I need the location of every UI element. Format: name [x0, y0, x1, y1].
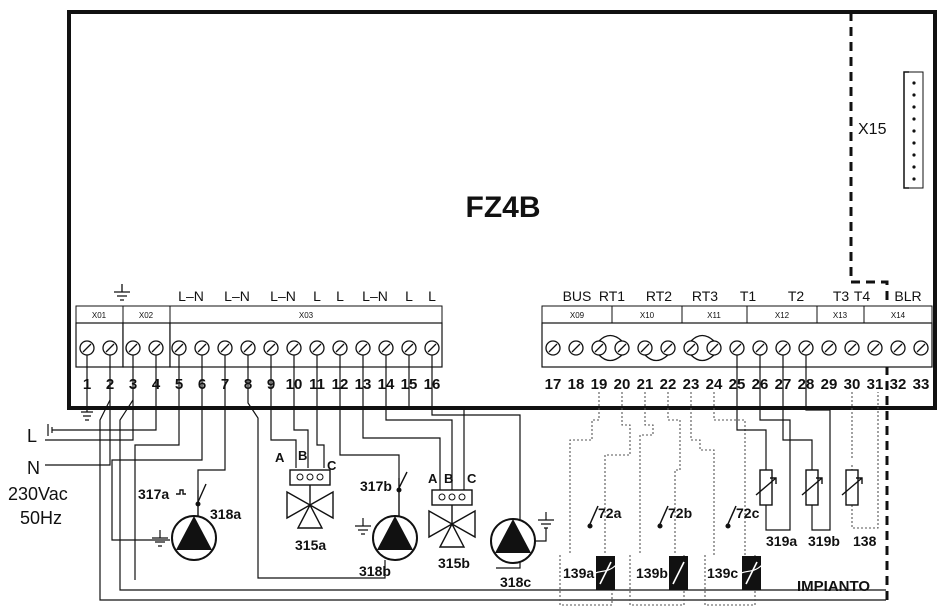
relay-72a-label: 72a	[598, 505, 622, 521]
probe-319b-icon	[801, 469, 823, 506]
switch-317b	[396, 471, 408, 516]
top-label-12: L	[336, 288, 344, 304]
block-x11: X11	[707, 311, 721, 320]
pump-318b-icon	[355, 515, 418, 561]
relay-72c-icon	[725, 505, 737, 529]
valve-315a-label: 315a	[295, 537, 326, 553]
top-label-bus: BUS	[563, 288, 592, 304]
switch-317b-label: 317b	[360, 478, 392, 494]
top-label-5-6: L–N	[178, 288, 204, 304]
pump-318c-icon	[490, 512, 554, 564]
connector-x15: X15	[858, 71, 924, 189]
thermostat-139b-label: 139b	[636, 565, 668, 581]
top-label-t3: T3	[833, 288, 850, 304]
valve-315a-a: A	[275, 450, 285, 465]
top-label-rt3: RT3	[692, 288, 718, 304]
valve-315b-b: B	[444, 471, 453, 486]
switch-317a	[176, 483, 207, 516]
top-label-t4: T4	[854, 288, 871, 304]
top-label-7-8: L–N	[224, 288, 250, 304]
mains-voltage-label: 230Vac	[8, 484, 68, 504]
top-label-t2: T2	[788, 288, 805, 304]
block-x13: X13	[833, 311, 848, 320]
pump-318a-icon	[152, 515, 217, 561]
valve-315b-a: A	[428, 471, 438, 486]
terminal-screws	[79, 340, 929, 356]
pump-318a-label: 318a	[210, 506, 241, 522]
thermostat-139a-label: 139a	[563, 565, 594, 581]
terminal-number: 32	[890, 376, 907, 393]
block-x10: X10	[640, 311, 655, 320]
terminal-number: 31	[867, 376, 884, 393]
relay-72b-label: 72b	[668, 505, 692, 521]
terminal-number: 33	[913, 376, 930, 393]
terminal-number: 17	[545, 376, 562, 393]
top-label-11: L	[313, 288, 321, 304]
valve-315a-c: C	[327, 458, 337, 473]
block-x14: X14	[891, 311, 906, 320]
terminal-number: 29	[821, 376, 838, 393]
pump-318c-label: 318c	[500, 574, 531, 590]
probe-319a-label: 319a	[766, 533, 797, 549]
thermostat-139b-icon	[669, 556, 688, 590]
terminal-number: 18	[568, 376, 585, 393]
valve-315a-b: B	[298, 448, 307, 463]
top-label-rt1: RT1	[599, 288, 625, 304]
probe-138-icon	[841, 469, 863, 506]
block-x01: X01	[92, 311, 107, 320]
block-x03: X03	[299, 311, 314, 320]
block-x02: X02	[139, 311, 154, 320]
mains-l-label: L	[27, 426, 37, 446]
block-x12: X12	[775, 311, 790, 320]
top-label-rt2: RT2	[646, 288, 672, 304]
terminal-number: 23	[683, 376, 700, 393]
controller-board	[67, 10, 937, 410]
impianto-label: IMPIANTO	[797, 578, 870, 595]
valve-315b-c: C	[467, 471, 477, 486]
top-label-13-14: L–N	[362, 288, 388, 304]
terminal-number: 21	[637, 376, 654, 393]
relay-72b-icon	[657, 505, 669, 529]
thermostat-139c-icon	[735, 556, 763, 590]
valve-315a-icon	[286, 469, 334, 529]
x15-label: X15	[858, 121, 887, 138]
valve-315b-label: 315b	[438, 555, 470, 571]
probe-319b-label: 319b	[808, 533, 840, 549]
thermostat-139a-icon	[589, 556, 617, 590]
top-label-15: L	[405, 288, 413, 304]
switch-317a-label: 317a	[138, 486, 169, 502]
terminal-number: 20	[614, 376, 631, 393]
relay-72a-icon	[587, 505, 599, 529]
pump-318b-label: 318b	[359, 563, 391, 579]
block-x09: X09	[570, 311, 585, 320]
ground-icon	[114, 284, 130, 301]
terminal-number: 30	[844, 376, 861, 393]
thermostat-139c-label: 139c	[707, 565, 738, 581]
mains-freq-label: 50Hz	[20, 508, 62, 528]
probe-138-label: 138	[853, 533, 877, 549]
top-label-blr: BLR	[894, 288, 921, 304]
terminal-number: 24	[706, 376, 723, 393]
board-title: FZ4B	[466, 191, 541, 224]
relay-72c-label: 72c	[736, 505, 760, 521]
power-wiring	[45, 355, 886, 601]
terminal-number: 22	[660, 376, 677, 393]
top-label-16: L	[428, 288, 436, 304]
terminal-number: 19	[591, 376, 608, 393]
top-label-t1: T1	[740, 288, 757, 304]
probe-319a-icon	[755, 469, 777, 506]
probe-wiring	[736, 355, 831, 531]
top-label-9-10: L–N	[270, 288, 296, 304]
impianto-boundary	[849, 12, 889, 600]
mains-n-label: N	[27, 458, 40, 478]
valve-315b-icon	[428, 489, 476, 548]
